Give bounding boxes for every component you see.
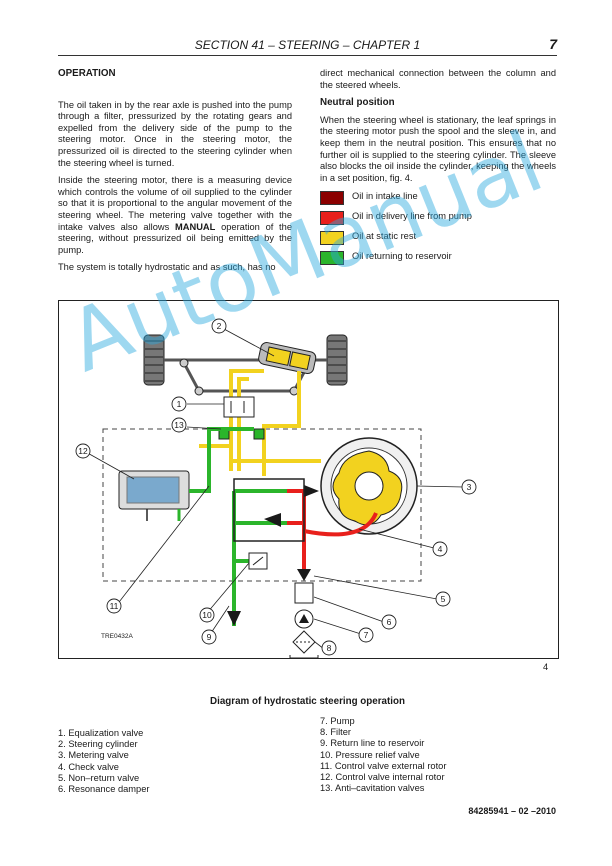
hydraulic-diagram-figure: 1 2 3 4 5 6 7 8 9 10 11 12 13 TRE0432A: [58, 300, 559, 659]
callout-12: [75, 443, 91, 459]
right-column: direct mechanical connection between the…: [320, 68, 556, 270]
parts-list-item: 7. Pump: [320, 716, 355, 726]
parts-list-item: 12. Control valve internal rotor: [320, 772, 445, 783]
parts-list-item: 2. Steering cylinder: [58, 739, 138, 750]
callout-2: [211, 318, 227, 334]
legend-swatch-intake: [320, 191, 344, 206]
parts-list-item: 4. Check valve: [58, 761, 119, 772]
callout-1: [171, 396, 187, 412]
figure-number: 4: [543, 662, 549, 672]
left-column: OPERATION The oil taken in by the rear a…: [58, 68, 292, 280]
callout-6: [381, 614, 397, 630]
parts-list-right: 7. Pump 8. Filter 9. Return line to rese…: [320, 716, 446, 794]
neutral-position-paragraph: When the steering wheel is stationary, t…: [320, 114, 556, 183]
paragraph-2-text-a: Inside the steering motor, there is a me…: [58, 175, 292, 232]
operation-paragraph-2: Inside the steering motor, there is a me…: [58, 175, 292, 256]
parts-list-item: 8. Filter: [320, 727, 351, 738]
legend-swatch-static: [320, 231, 344, 246]
left-wheel: [143, 334, 165, 386]
operation-heading: OPERATION: [58, 68, 116, 79]
oil-legend: Oil in intake line Oil in delivery line …: [320, 190, 556, 270]
parts-list-item: 3. Metering valve: [58, 750, 129, 761]
legend-label: Oil in intake line: [352, 191, 418, 202]
callout-7: [358, 627, 374, 643]
page-number: 7: [549, 36, 557, 52]
parts-list-item: 11. Control valve external rotor: [320, 760, 447, 771]
callout-label: 1: [177, 399, 182, 409]
callout-3: [461, 479, 477, 495]
operation-paragraph-1: The oil taken in by the rear axle is pus…: [58, 99, 292, 168]
legend-swatch-return: [320, 251, 344, 266]
callout-label: 7: [364, 630, 369, 640]
callout-label: 5: [441, 594, 446, 604]
callout-label: 3: [467, 482, 472, 492]
figure-code: TRE0432A: [101, 633, 133, 640]
tie-rod: [182, 362, 311, 393]
parts-list-item: 9. Return line to reservoir: [320, 738, 425, 749]
page-header: SECTION 41 – STEERING – CHAPTER 1 7: [58, 36, 557, 56]
figure-caption: Diagram of hydrostatic steering operatio…: [210, 696, 405, 707]
callout-label: 6: [387, 617, 392, 627]
parts-list-item: 10. Pressure relief valve: [320, 749, 420, 760]
section-title: SECTION 41 – STEERING – CHAPTER 1: [194, 38, 421, 52]
legend-label: Oil in delivery line from pump: [352, 211, 472, 222]
neutral-position-heading: Neutral position: [320, 97, 395, 109]
parts-list-item: 13. Anti–cavitation valves: [320, 783, 425, 794]
parts-list-item: 6. Resonance damper: [58, 784, 150, 795]
legend-item-intake: Oil in intake line: [320, 190, 556, 210]
steering-motor-boundary: [102, 428, 422, 582]
callout-5: [435, 591, 451, 607]
callout-4: [432, 541, 448, 557]
callout-label: 11: [110, 601, 119, 611]
legend-item-delivery: Oil in delivery line from pump: [320, 210, 556, 230]
legend-item-return: Oil returning to reservoir: [320, 250, 556, 270]
parts-list-item: 1. Equalization valve: [58, 728, 144, 738]
legend-item-static: Oil at static rest: [320, 230, 556, 250]
callout-8: [321, 640, 337, 656]
callout-11: [106, 598, 122, 614]
return-arrow: [227, 611, 241, 626]
callout-label: 8: [327, 643, 332, 653]
callout-9: [201, 629, 217, 645]
right-wheel: [326, 334, 348, 386]
equalization-valve: [223, 396, 255, 418]
callout-label: 13: [174, 420, 184, 430]
callout-13: [171, 417, 187, 433]
operation-paragraph-3: The system is totally hydrostatic and as…: [58, 262, 276, 273]
callout-label: 9: [207, 632, 212, 642]
continuation-paragraph: direct mechanical connection between the…: [320, 68, 556, 90]
manual-emphasis: MANUAL: [175, 221, 216, 232]
paragraph-2-text-b: operation of the steering, without press…: [58, 221, 292, 255]
hydraulic-diagram: 1 2 3 4 5 6 7 8 9 10 11 12 13 TRE0432A: [75, 318, 477, 659]
callout-label: 2: [217, 321, 222, 331]
non-return-valve: [294, 582, 314, 604]
legend-swatch-delivery: [320, 211, 344, 226]
legend-label: Oil at static rest: [352, 231, 417, 242]
metering-valve-rotor: [320, 437, 418, 535]
document-code: 84285941 – 02 –2010: [468, 806, 556, 816]
callout-10: [199, 607, 215, 623]
callout-label: 4: [438, 544, 443, 554]
steering-cylinder: [258, 342, 317, 374]
parts-list-item: 5. Non–return valve: [58, 772, 140, 783]
callout-label: 12: [78, 446, 88, 456]
legend-label: Oil returning to reservoir: [352, 251, 452, 262]
parts-list-left: 1. Equalization valve 2. Steering cylind…: [58, 728, 149, 795]
callout-label: 10: [202, 610, 212, 620]
